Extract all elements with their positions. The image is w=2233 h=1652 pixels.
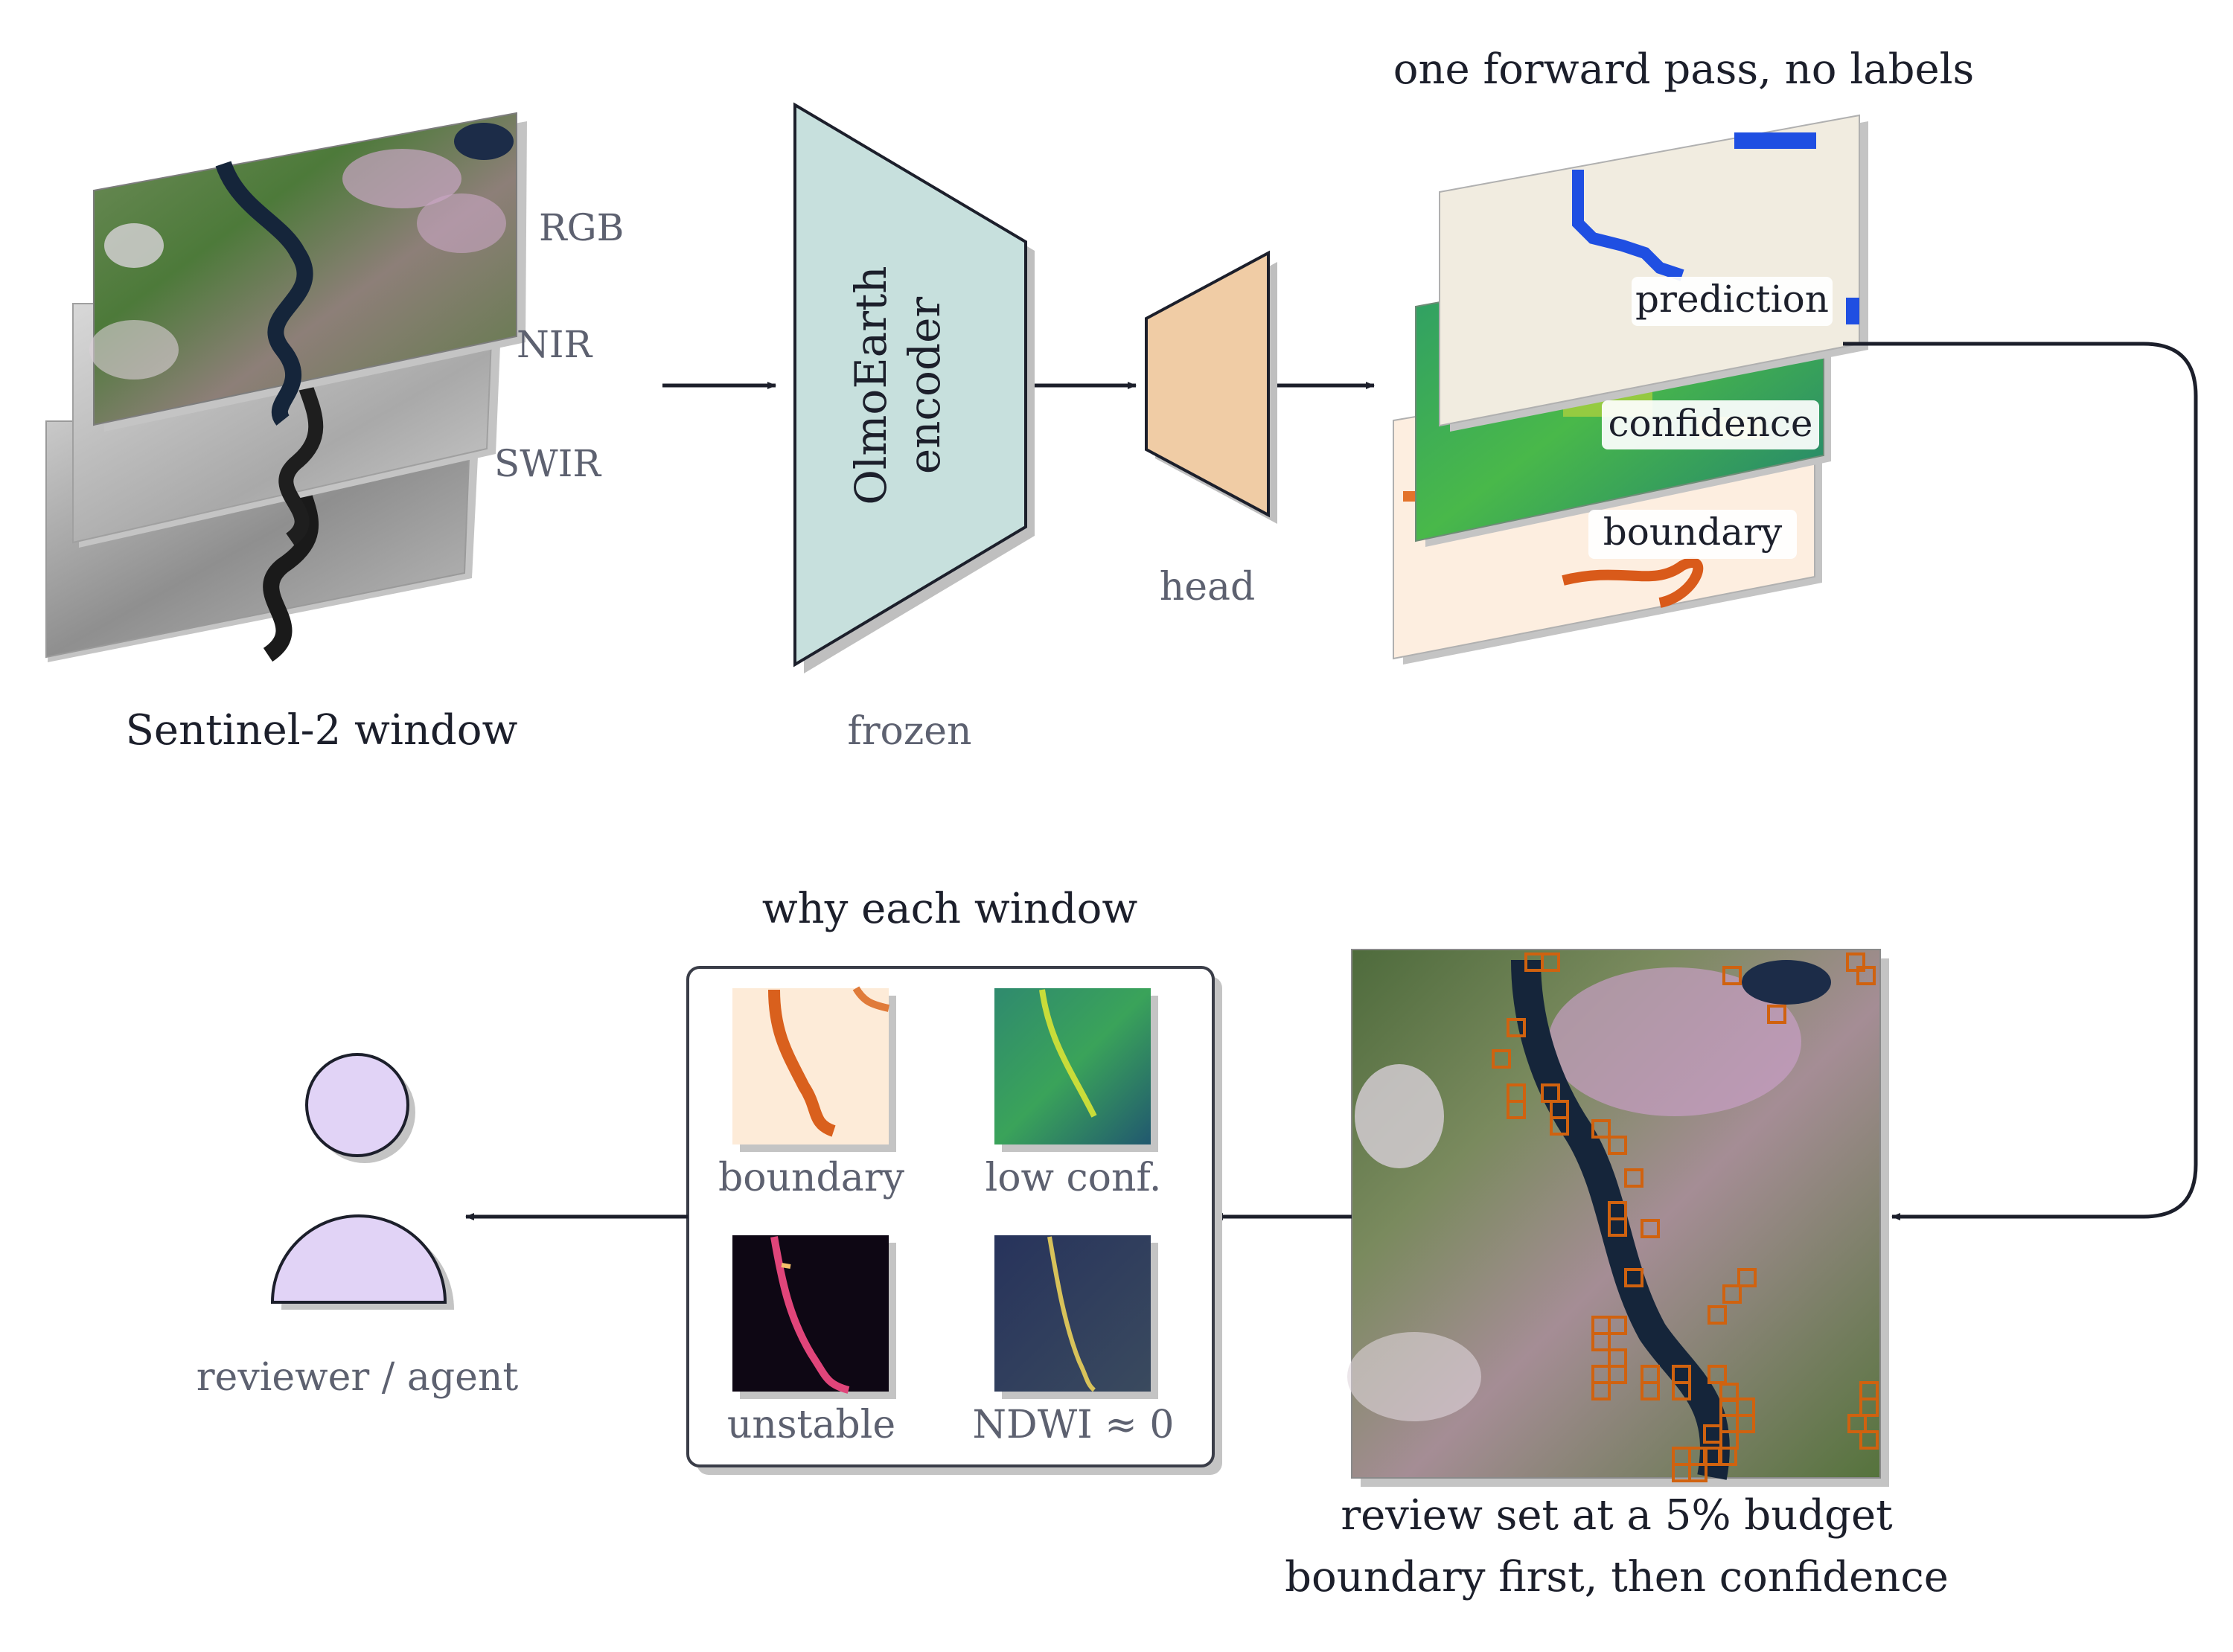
reviewer-head-icon bbox=[305, 1053, 409, 1157]
review-window-box bbox=[1641, 1219, 1660, 1238]
rgb-pink-patch-2 bbox=[417, 193, 506, 253]
reviewer-figure: reviewer / agent bbox=[197, 1053, 519, 1400]
review-window-box bbox=[1859, 1430, 1879, 1450]
scene-pink-patch bbox=[1548, 967, 1801, 1116]
encoder-block: OlmoEarth encoder frozen bbox=[793, 102, 1035, 754]
thumb-unstable bbox=[732, 1235, 889, 1392]
prediction-lake-mask bbox=[1734, 132, 1816, 149]
review-window-box bbox=[1541, 953, 1560, 972]
head-block: head bbox=[1145, 250, 1277, 609]
scene-light-patch bbox=[1347, 1332, 1481, 1421]
confidence-label: confidence bbox=[1608, 402, 1812, 445]
review-window-box bbox=[1737, 1268, 1757, 1287]
review-window-box bbox=[1492, 1049, 1511, 1069]
rgb-light-patch bbox=[89, 320, 179, 380]
head-caption: head bbox=[1160, 565, 1256, 609]
reasons-title: why each window bbox=[762, 885, 1138, 933]
review-caption-line1: review set at a 5% budget bbox=[1341, 1491, 1893, 1540]
review-selection-boxes bbox=[1492, 953, 1879, 1482]
boundary-layer-fleck bbox=[1403, 491, 1418, 502]
review-window-box bbox=[1591, 1381, 1611, 1400]
encoder-trapezoid bbox=[793, 102, 1027, 667]
scene-lake bbox=[1742, 960, 1831, 1005]
encoder-label-line2: encoder bbox=[899, 297, 950, 475]
boundary-label-box bbox=[1588, 510, 1797, 559]
reviewer-body-icon bbox=[270, 1214, 447, 1304]
rgb-pink-patch bbox=[342, 149, 461, 208]
review-window-box bbox=[1846, 953, 1865, 972]
band-label-rgb: RGB bbox=[539, 206, 624, 249]
arrow-outputs-to-review-set bbox=[1843, 342, 2198, 1220]
thumb-unstable-contour bbox=[770, 1236, 850, 1394]
thumb-unstable-spark bbox=[781, 1263, 791, 1269]
reviewer-caption: reviewer / agent bbox=[197, 1355, 519, 1400]
prediction-edge-mask bbox=[1846, 298, 1859, 324]
review-window-box bbox=[1722, 966, 1742, 985]
encoder-caption: frozen bbox=[847, 709, 971, 754]
prediction-label: prediction bbox=[1635, 278, 1829, 321]
input-stack: RGB NIR SWIR Sentinel-2 window bbox=[45, 112, 624, 755]
review-window-box bbox=[1608, 1217, 1627, 1237]
prediction-river-mask bbox=[1572, 170, 1684, 281]
band-label-nir: NIR bbox=[517, 323, 593, 366]
review-window-box bbox=[1859, 1398, 1879, 1417]
review-set-scene: review set at a 5% budget boundary first… bbox=[1285, 949, 1949, 1601]
boundary-layer-contour bbox=[1562, 557, 1704, 608]
review-window-box bbox=[1608, 1365, 1627, 1384]
scene-cloud-patch bbox=[1355, 1064, 1444, 1168]
review-window-box bbox=[1608, 1316, 1627, 1335]
input-caption: Sentinel-2 window bbox=[126, 706, 518, 755]
review-window-box bbox=[1641, 1381, 1660, 1400]
review-window-box bbox=[1856, 966, 1876, 985]
rgb-lake bbox=[454, 123, 514, 160]
thumb-boundary-contour-2 bbox=[852, 986, 890, 1012]
review-window-box bbox=[1591, 1332, 1611, 1351]
band-label-swir: SWIR bbox=[494, 442, 601, 485]
review-window-box bbox=[1624, 1168, 1643, 1188]
thumb-ndwi-contour bbox=[1047, 1236, 1096, 1392]
reason-label-low-conf: low conf. bbox=[985, 1156, 1162, 1200]
review-window-box bbox=[1847, 1414, 1867, 1433]
reasons-panel: why each window boundary low conf. unsta… bbox=[686, 885, 1222, 1475]
review-window-box bbox=[1608, 1136, 1627, 1155]
thumb-low-conf bbox=[994, 988, 1151, 1144]
rgb-river bbox=[215, 161, 313, 426]
thumb-ndwi bbox=[994, 1235, 1151, 1392]
reason-label-unstable: unstable bbox=[727, 1403, 895, 1447]
outputs-title: one forward pass, no labels bbox=[1393, 45, 1975, 94]
boundary-label: boundary bbox=[1603, 510, 1783, 554]
scene-river bbox=[1511, 959, 1730, 1480]
prediction-label-box bbox=[1632, 277, 1833, 326]
review-window-box bbox=[1591, 1119, 1611, 1139]
reason-label-boundary: boundary bbox=[718, 1156, 905, 1200]
review-window-box bbox=[1688, 1463, 1708, 1482]
reason-label-ndwi: NDWI ≈ 0 bbox=[973, 1403, 1175, 1447]
thumb-boundary-contour bbox=[768, 989, 837, 1137]
thumb-boundary bbox=[732, 988, 889, 1144]
review-window-box bbox=[1672, 1381, 1691, 1400]
confidence-label-box bbox=[1602, 400, 1819, 449]
rgb-cloud-patch bbox=[104, 223, 164, 268]
review-window-box bbox=[1507, 1100, 1526, 1119]
review-window-box bbox=[1624, 1268, 1643, 1287]
review-window-box bbox=[1736, 1414, 1755, 1433]
review-window-box bbox=[1550, 1116, 1569, 1136]
review-caption-line2: boundary first, then confidence bbox=[1285, 1553, 1949, 1601]
thumb-low-conf-stripe bbox=[1039, 989, 1097, 1118]
review-window-box bbox=[1718, 1447, 1737, 1466]
output-stack: one forward pass, no labels prediction c… bbox=[1393, 45, 1975, 665]
encoder-label-line1: OlmoEarth bbox=[846, 266, 896, 505]
head-trapezoid bbox=[1145, 250, 1270, 518]
review-window-box bbox=[1722, 1284, 1742, 1304]
review-window-box bbox=[1767, 1005, 1786, 1024]
review-window-box bbox=[1708, 1305, 1727, 1325]
review-window-box bbox=[1507, 1018, 1526, 1037]
review-window-box bbox=[1708, 1365, 1727, 1384]
